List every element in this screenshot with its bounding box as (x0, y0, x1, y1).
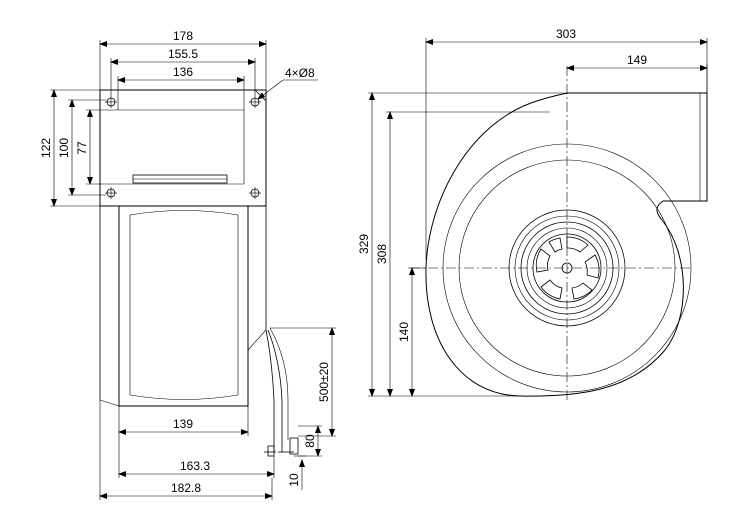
svg-text:308: 308 (375, 244, 389, 264)
svg-text:122: 122 (39, 138, 53, 158)
dim-overall-height: 329 (357, 92, 569, 397)
dim-overall-width-bottom: 182.8 (99, 400, 273, 500)
dim-cable-strip: 80 (298, 425, 322, 457)
dim-hole-spacing-inner: 136 (117, 65, 245, 110)
dim-housing-width: 163.3 (118, 436, 275, 478)
dim-wheel-width: 139 (118, 406, 249, 436)
svg-text:163.3: 163.3 (180, 459, 210, 473)
svg-text:140: 140 (397, 322, 411, 342)
svg-text:139: 139 (173, 417, 193, 431)
cable-bundle (264, 327, 299, 457)
svg-text:136: 136 (173, 65, 193, 79)
dim-overall-width-top: 178 (99, 29, 267, 92)
svg-text:10: 10 (287, 473, 301, 487)
svg-text:149: 149 (627, 53, 647, 67)
dim-cable-end: 10 (287, 455, 306, 490)
svg-text:500±20: 500±20 (317, 362, 331, 402)
dim-height-122: 122 (39, 89, 100, 207)
mounting-hole (105, 187, 117, 199)
svg-text:80: 80 (303, 434, 317, 448)
mounting-hole (105, 96, 117, 108)
svg-text:100: 100 (57, 138, 71, 158)
mounting-hole (249, 96, 261, 108)
dim-hole-spacing-outer: 155.5 (110, 47, 256, 96)
dim-outlet-offset: 149 (566, 53, 708, 93)
svg-text:329: 329 (357, 234, 371, 254)
hub-slots (535, 236, 600, 300)
dim-height-100: 100 (57, 99, 106, 196)
svg-text:303: 303 (556, 27, 576, 41)
front-view: 178 155.5 136 4×Ø8 122 (39, 29, 336, 500)
mounting-hole (249, 187, 261, 199)
svg-text:182.8: 182.8 (171, 481, 201, 495)
svg-text:178: 178 (173, 29, 193, 43)
mounting-flange (99, 89, 267, 207)
svg-text:77: 77 (75, 141, 89, 155)
dim-height-308: 308 (375, 111, 550, 397)
scroll-housing (425, 92, 708, 397)
dim-height-77: 77 (75, 109, 118, 185)
dim-hole-callout: 4×Ø8 (257, 66, 318, 100)
dim-axis-height: 140 (397, 267, 426, 397)
dim-cable-length: 500±20 (270, 327, 336, 437)
side-view: 303 149 329 308 140 (357, 27, 708, 400)
svg-text:155.5: 155.5 (168, 47, 198, 61)
svg-text:4×Ø8: 4×Ø8 (285, 66, 315, 80)
housing-body (118, 205, 249, 407)
flange-recess (118, 109, 245, 185)
